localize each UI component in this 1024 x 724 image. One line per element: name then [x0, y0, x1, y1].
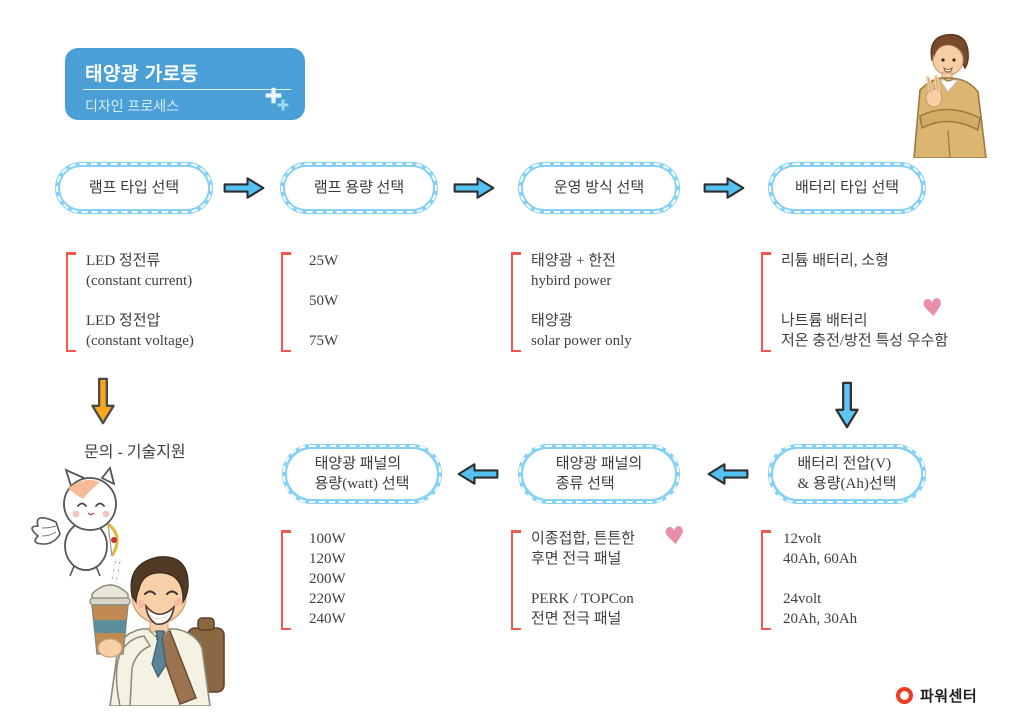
panel-type-options: 이종접합, 튼튼한 후면 전극 패널 PERK / TOPCon 전면 전극 패… — [511, 530, 681, 630]
battery-type-options: 리튬 배터리, 소형 나트륨 배터리 저온 충전/방전 특성 우수함 — [761, 252, 981, 352]
step-battery-type: 배터리 타입 선택 — [768, 162, 926, 214]
arrow-right-icon — [452, 174, 496, 202]
powercenter-logo: 파워센터 — [896, 685, 977, 706]
arrow-left-icon — [456, 460, 500, 488]
option-item: 24volt 20Ah, 30Ah — [783, 591, 858, 628]
bracket — [761, 530, 773, 630]
plus-icon — [265, 87, 291, 113]
option-item: LED 정전류 (constant current) — [86, 253, 193, 289]
option-item: 25W — [309, 253, 339, 269]
option-item: 50W — [309, 293, 339, 310]
option-item: 태양광 + 한전 hybird power — [531, 253, 616, 289]
battery-spec-options: 12volt 40Ah, 60Ah 24volt 20Ah, 30Ah — [761, 530, 931, 630]
arrow-left-icon — [706, 460, 750, 488]
option-item: 240W — [309, 611, 346, 628]
consultant-illustration — [913, 33, 987, 158]
bracket — [66, 252, 78, 352]
arrow-right-icon — [702, 174, 746, 202]
option-item: 리튬 배터리, 소형 — [781, 253, 889, 269]
arrow-down-icon — [832, 380, 862, 430]
heart-icon: ♥ — [920, 292, 945, 324]
lamp-watt-options: 25W 50W 75W — [281, 252, 401, 352]
logo-label: 파워센터 — [920, 688, 978, 705]
step-battery-spec: 배터리 전압(V) & 용량(Ah)선택 — [768, 444, 926, 504]
step-label: 태양광 패널의 용량(watt) 선택 — [314, 455, 410, 492]
option-item: 태양광 solar power only — [531, 313, 632, 350]
operation-mode-options: 태양광 + 한전 hybird power 태양광 solar power on… — [511, 252, 681, 352]
bracket — [281, 530, 293, 630]
option-item: LED 정전압 (constant voltage) — [86, 313, 194, 350]
option-item: PERK / TOPCon 전면 전극 패널 — [531, 591, 634, 628]
step-label: 배터리 전압(V) & 용량(Ah)선택 — [797, 455, 897, 492]
cupid-cat-illustration — [31, 466, 119, 577]
page-subtitle: 디자인 프로세스 — [85, 98, 180, 114]
heart-icon: ♥ — [662, 520, 687, 552]
contact-support-label: 문의 - 기술지원 — [84, 444, 186, 461]
step-label: 운영 방식 선택 — [553, 179, 645, 196]
option-item: 220W — [309, 591, 346, 608]
step-operation-mode: 운영 방식 선택 — [518, 162, 680, 214]
option-item: 12volt 40Ah, 60Ah — [783, 531, 858, 567]
bracket — [761, 252, 773, 352]
man-with-drink-illustration — [89, 556, 225, 706]
bracket — [281, 252, 293, 352]
lamp-type-options: LED 정전류 (constant current) LED 정전압 (cons… — [66, 252, 256, 352]
arrow-right-icon — [222, 174, 266, 202]
option-item: 이종접합, 튼튼한 후면 전극 패널 — [531, 531, 636, 567]
arrow-down-orange-icon — [88, 376, 118, 426]
step-lamp-type: 램프 타입 선택 — [55, 162, 213, 214]
panel-watt-options: 100W 120W 200W 220W 240W — [281, 530, 401, 630]
option-item: 75W — [309, 333, 339, 350]
step-panel-type: 태양광 패널의 종류 선택 — [518, 444, 680, 504]
title-card: 태양광 가로등 디자인 프로세스 — [65, 48, 305, 120]
option-item: 200W — [309, 571, 346, 588]
step-label: 램프 용량 선택 — [313, 179, 405, 196]
option-item: 100W — [309, 531, 346, 547]
logo-ring-icon — [896, 687, 913, 704]
step-panel-watt: 태양광 패널의 용량(watt) 선택 — [282, 444, 442, 504]
title-divider — [83, 89, 291, 90]
page-title: 태양광 가로등 — [85, 64, 199, 85]
bracket — [511, 530, 523, 630]
option-item: 나트륨 배터리 저온 충전/방전 특성 우수함 — [781, 313, 949, 350]
step-label: 배터리 타입 선택 — [794, 179, 900, 196]
bracket — [511, 252, 523, 352]
step-label: 램프 타입 선택 — [88, 179, 180, 196]
option-item: 120W — [309, 551, 346, 568]
step-lamp-watt: 램프 용량 선택 — [280, 162, 438, 214]
step-label: 태양광 패널의 종류 선택 — [555, 455, 643, 492]
